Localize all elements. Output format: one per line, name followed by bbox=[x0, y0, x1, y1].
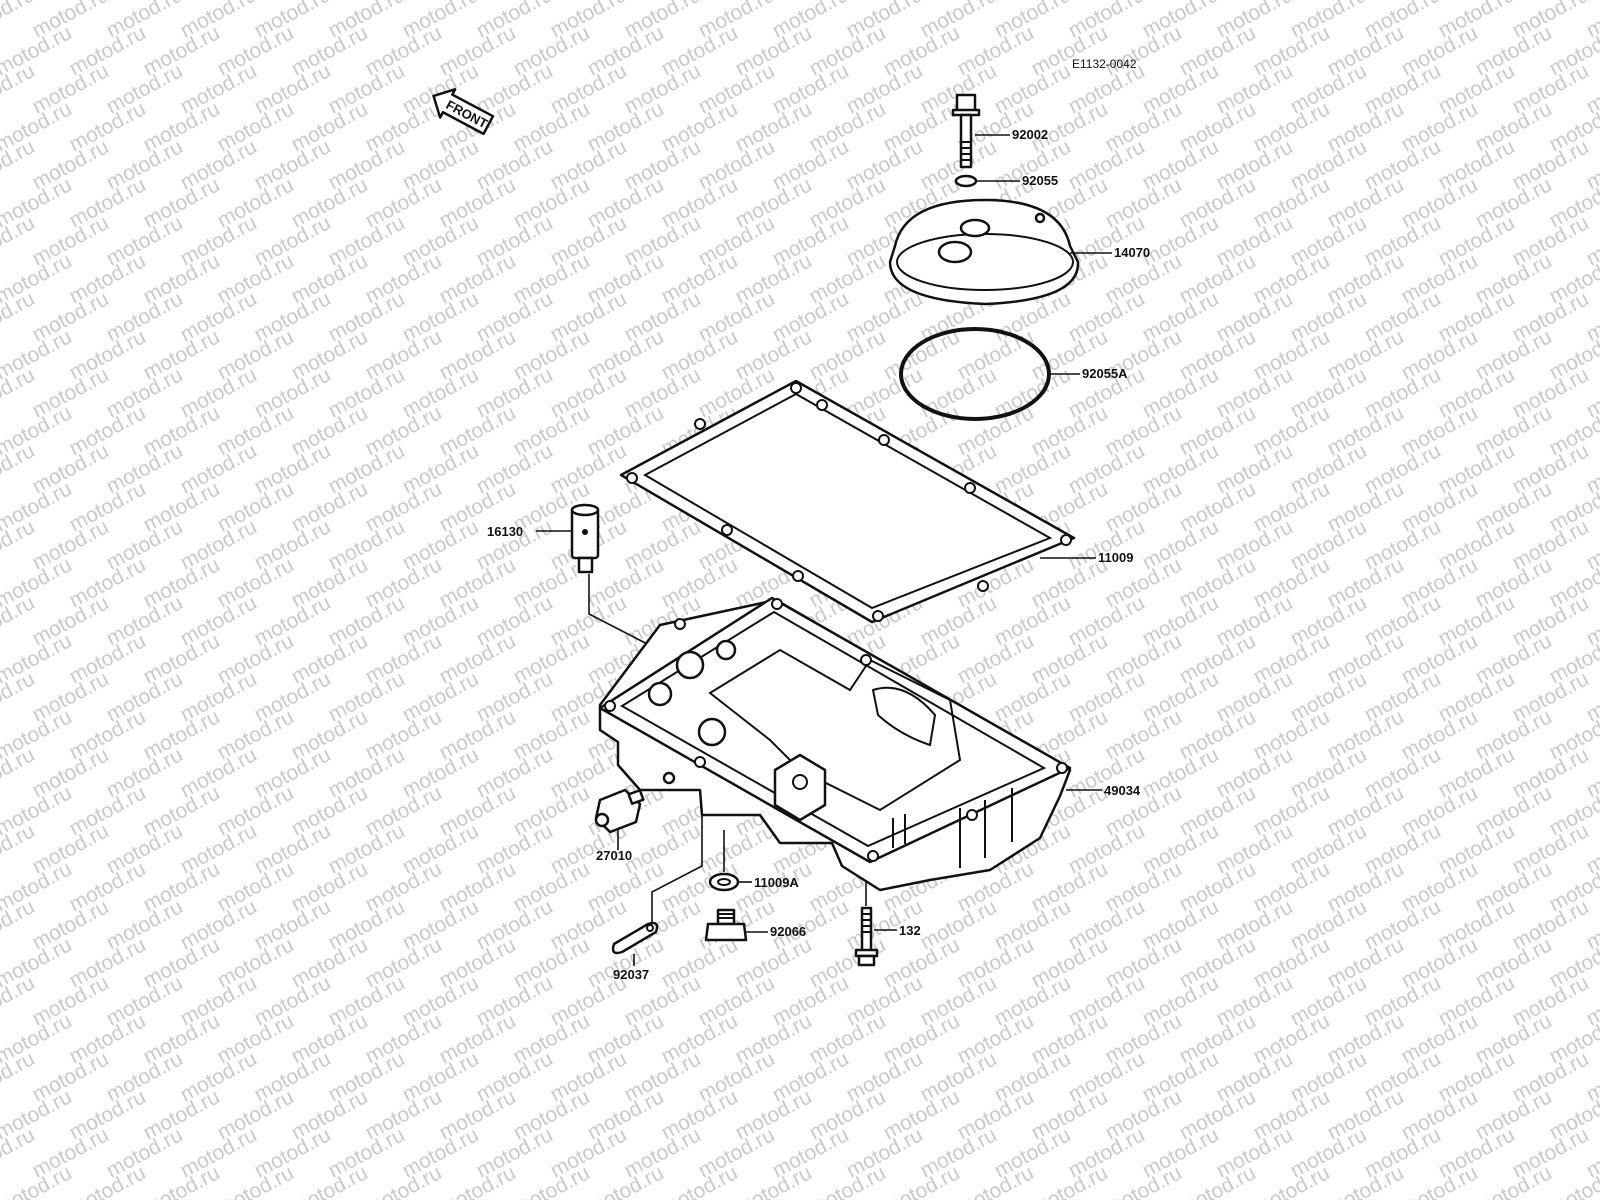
bolt-hole-icon bbox=[867, 850, 879, 862]
bolt-hole-icon bbox=[878, 434, 890, 446]
bolt-hole-icon bbox=[977, 580, 989, 592]
bolt-hole-icon bbox=[694, 756, 706, 768]
label-11009: 11009 bbox=[1098, 550, 1133, 565]
label-132: 132 bbox=[899, 923, 921, 938]
bolt-hole-icon bbox=[792, 570, 804, 582]
bolt-hole-icon bbox=[1056, 762, 1068, 774]
label-92002: 92002 bbox=[1012, 127, 1048, 142]
bolt-hole-icon bbox=[674, 618, 686, 630]
label-14070: 14070 bbox=[1114, 245, 1150, 260]
label-11009a: 11009A bbox=[754, 875, 799, 890]
oring-92055-icon bbox=[954, 174, 978, 188]
label-27010: 27010 bbox=[596, 848, 632, 863]
label-92055a: 92055A bbox=[1082, 366, 1128, 381]
label-16130: 16130 bbox=[487, 524, 523, 539]
cover-14070-icon bbox=[888, 198, 1080, 306]
bolt-hole-icon bbox=[790, 382, 802, 394]
bolt-hole-icon bbox=[860, 654, 872, 666]
washer-11009a-icon bbox=[708, 872, 740, 892]
bolt-hole-icon bbox=[694, 418, 706, 430]
bolt-hole-icon bbox=[966, 809, 978, 821]
label-49034: 49034 bbox=[1104, 783, 1141, 798]
bolt-hole-icon bbox=[721, 524, 733, 536]
label-92066: 92066 bbox=[770, 924, 806, 939]
bolt-hole-icon bbox=[626, 472, 638, 484]
bolt-hole-icon bbox=[1060, 534, 1072, 546]
bolt-hole-icon bbox=[816, 399, 828, 411]
switch-27010-icon bbox=[594, 788, 645, 834]
figure-code: E1132-0042 bbox=[1072, 57, 1137, 71]
label-92055: 92055 bbox=[1022, 173, 1058, 188]
bolt-hole-icon bbox=[771, 598, 783, 610]
bolt-hole-icon bbox=[604, 700, 616, 712]
label-92037: 92037 bbox=[613, 967, 649, 982]
bolt-hole-icon bbox=[872, 610, 884, 622]
bolt-hole-icon bbox=[964, 482, 976, 494]
